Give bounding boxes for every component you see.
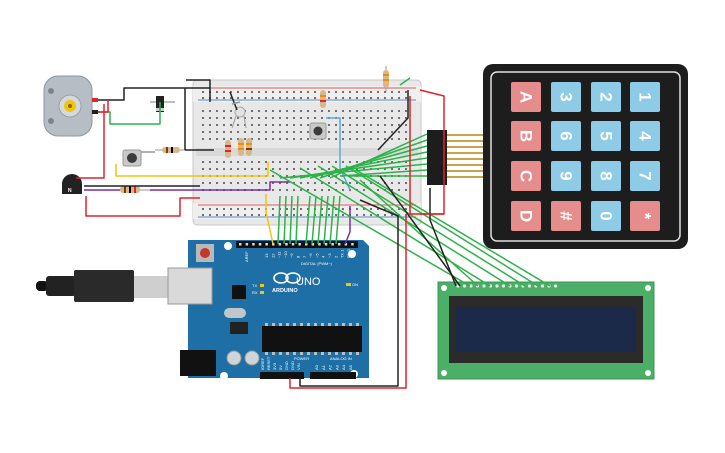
power-pin-label: GND bbox=[284, 361, 289, 370]
digital-pin-label: 13 bbox=[264, 253, 269, 258]
arduino-uno[interactable]: AREF DIGITAL (PWM~) UNO ARDUINO ON TX RX… bbox=[167, 240, 369, 380]
digital-pin-label: RX 0 bbox=[346, 248, 351, 258]
transistor-label: N bbox=[68, 188, 72, 194]
analog-pin-label: A2 bbox=[328, 364, 333, 370]
keypad-key-3[interactable]: 3 bbox=[551, 82, 581, 112]
power-pin-label: IOREF bbox=[260, 357, 265, 370]
keypad-key-label: 5 bbox=[597, 131, 616, 140]
digital-pin-label: ~11 bbox=[277, 251, 282, 258]
keypad-key-label: 4 bbox=[636, 131, 655, 141]
keypad-key-2[interactable]: 2 bbox=[591, 82, 621, 112]
analog-header-label: ANALOG IN bbox=[330, 356, 352, 361]
digital-pin-label: ~3 bbox=[327, 253, 332, 258]
keypad-key-D[interactable]: D bbox=[511, 201, 541, 231]
lcd-screen bbox=[456, 307, 636, 352]
keypad-key-label: 6 bbox=[557, 131, 576, 140]
keypad-key-label: # bbox=[557, 211, 576, 221]
digital-pin-label: ~5 bbox=[314, 253, 319, 258]
resistor-vertical-2[interactable] bbox=[238, 138, 244, 156]
power-pin-label: 3V3 bbox=[272, 362, 277, 370]
keypad-key-label: 7 bbox=[636, 171, 655, 180]
keypad-key-label: * bbox=[636, 213, 655, 220]
keypad-key-label: D bbox=[517, 210, 536, 222]
digital-pin-label: TX 1 bbox=[340, 249, 345, 258]
resistor-vertical-4[interactable] bbox=[320, 90, 326, 108]
resistor-vertical-1[interactable] bbox=[225, 140, 231, 158]
keypad-key-1[interactable]: 1 bbox=[630, 82, 660, 112]
keypad-key-label: C bbox=[517, 170, 536, 182]
digital-header-label: DIGITAL (PWM~) bbox=[301, 261, 333, 266]
keypad-key-7[interactable]: 7 bbox=[630, 161, 660, 191]
resistor-button[interactable] bbox=[155, 147, 185, 153]
keypad-key-B[interactable]: B bbox=[511, 121, 541, 151]
power-header-label: POWER bbox=[294, 356, 309, 361]
wire-motor-red bbox=[98, 100, 109, 113]
push-button-left[interactable] bbox=[122, 149, 142, 167]
dc-motor[interactable] bbox=[43, 75, 98, 137]
keypad-key-A[interactable]: A bbox=[511, 82, 541, 112]
keypad-key-label: 2 bbox=[597, 92, 616, 101]
keypad-connector bbox=[427, 130, 483, 185]
keypad-key-6[interactable]: 6 bbox=[551, 121, 581, 151]
keypad-key-label: 0 bbox=[597, 211, 616, 220]
tx-label: TX bbox=[252, 283, 257, 288]
analog-pin-label: A1 bbox=[321, 364, 326, 370]
keypad-key-*[interactable]: * bbox=[630, 201, 660, 231]
keypad-key-0[interactable]: 0 bbox=[591, 201, 621, 231]
keypad-key-label: 1 bbox=[636, 92, 655, 101]
power-pin-label: 5V bbox=[278, 365, 283, 370]
model-label: UNO bbox=[296, 276, 321, 288]
keypad-key-4[interactable]: 4 bbox=[630, 121, 660, 151]
digital-pin-label: ~6 bbox=[308, 253, 313, 258]
resistor-vertical-3[interactable] bbox=[246, 138, 252, 156]
on-label: ON bbox=[352, 282, 358, 287]
keypad-key-label: A bbox=[517, 91, 536, 103]
digital-header bbox=[236, 241, 358, 248]
keypad-key-label: B bbox=[517, 130, 536, 142]
digital-pin-label: 7 bbox=[302, 255, 307, 258]
atmega-chip bbox=[262, 326, 362, 352]
transistor-npn[interactable]: N bbox=[62, 174, 82, 194]
wire-motor-red-2 bbox=[76, 104, 105, 179]
digital-pin-label: ~9 bbox=[289, 253, 294, 258]
keypad-key-9[interactable]: 9 bbox=[551, 161, 581, 191]
reset-button[interactable] bbox=[200, 248, 210, 258]
lcd-16x2[interactable] bbox=[437, 281, 655, 380]
resistor-vertical-top[interactable] bbox=[383, 66, 389, 92]
keypad-key-#[interactable]: # bbox=[551, 201, 581, 231]
analog-pin-label: A0 bbox=[314, 364, 319, 370]
analog-pin-label: A5 bbox=[348, 364, 353, 370]
digital-pin-label: 12 bbox=[270, 253, 275, 258]
keypad-key-8[interactable]: 8 bbox=[591, 161, 621, 191]
push-button-breadboard[interactable] bbox=[309, 122, 327, 140]
keypad-key-label: 9 bbox=[557, 171, 576, 180]
keypad-key-5[interactable]: 5 bbox=[591, 121, 621, 151]
arduino-logo-icon bbox=[273, 272, 301, 284]
power-pin-label: RESET bbox=[266, 356, 271, 370]
aref-label: AREF bbox=[244, 251, 249, 262]
keypad-key-label: 8 bbox=[597, 171, 616, 180]
power-pin-label: VIN bbox=[296, 363, 301, 370]
analog-header bbox=[310, 372, 356, 379]
wires bbox=[76, 77, 551, 389]
analog-pin-label: A3 bbox=[334, 364, 339, 370]
digital-pin-label: 8 bbox=[296, 255, 301, 258]
wire-motor-black bbox=[98, 87, 210, 101]
brand-label: ARDUINO bbox=[272, 288, 298, 294]
digital-pin-label: ~10 bbox=[283, 250, 288, 258]
diode[interactable] bbox=[150, 96, 175, 112]
power-header bbox=[260, 372, 304, 379]
keypad-key-label: 3 bbox=[557, 92, 576, 101]
analog-pin-label: A4 bbox=[341, 364, 346, 370]
digital-pin-label: 2 bbox=[333, 255, 338, 258]
power-pin-label: GND bbox=[290, 361, 295, 370]
rx-label: RX bbox=[252, 290, 258, 295]
digital-pin-label: 4 bbox=[321, 255, 326, 258]
keypad-4x4[interactable]: 1 4 7 * 2 5 8 0 3 6 9 # A B C D bbox=[483, 64, 688, 249]
keypad-key-C[interactable]: C bbox=[511, 161, 541, 191]
breadboard[interactable] bbox=[192, 79, 422, 226]
